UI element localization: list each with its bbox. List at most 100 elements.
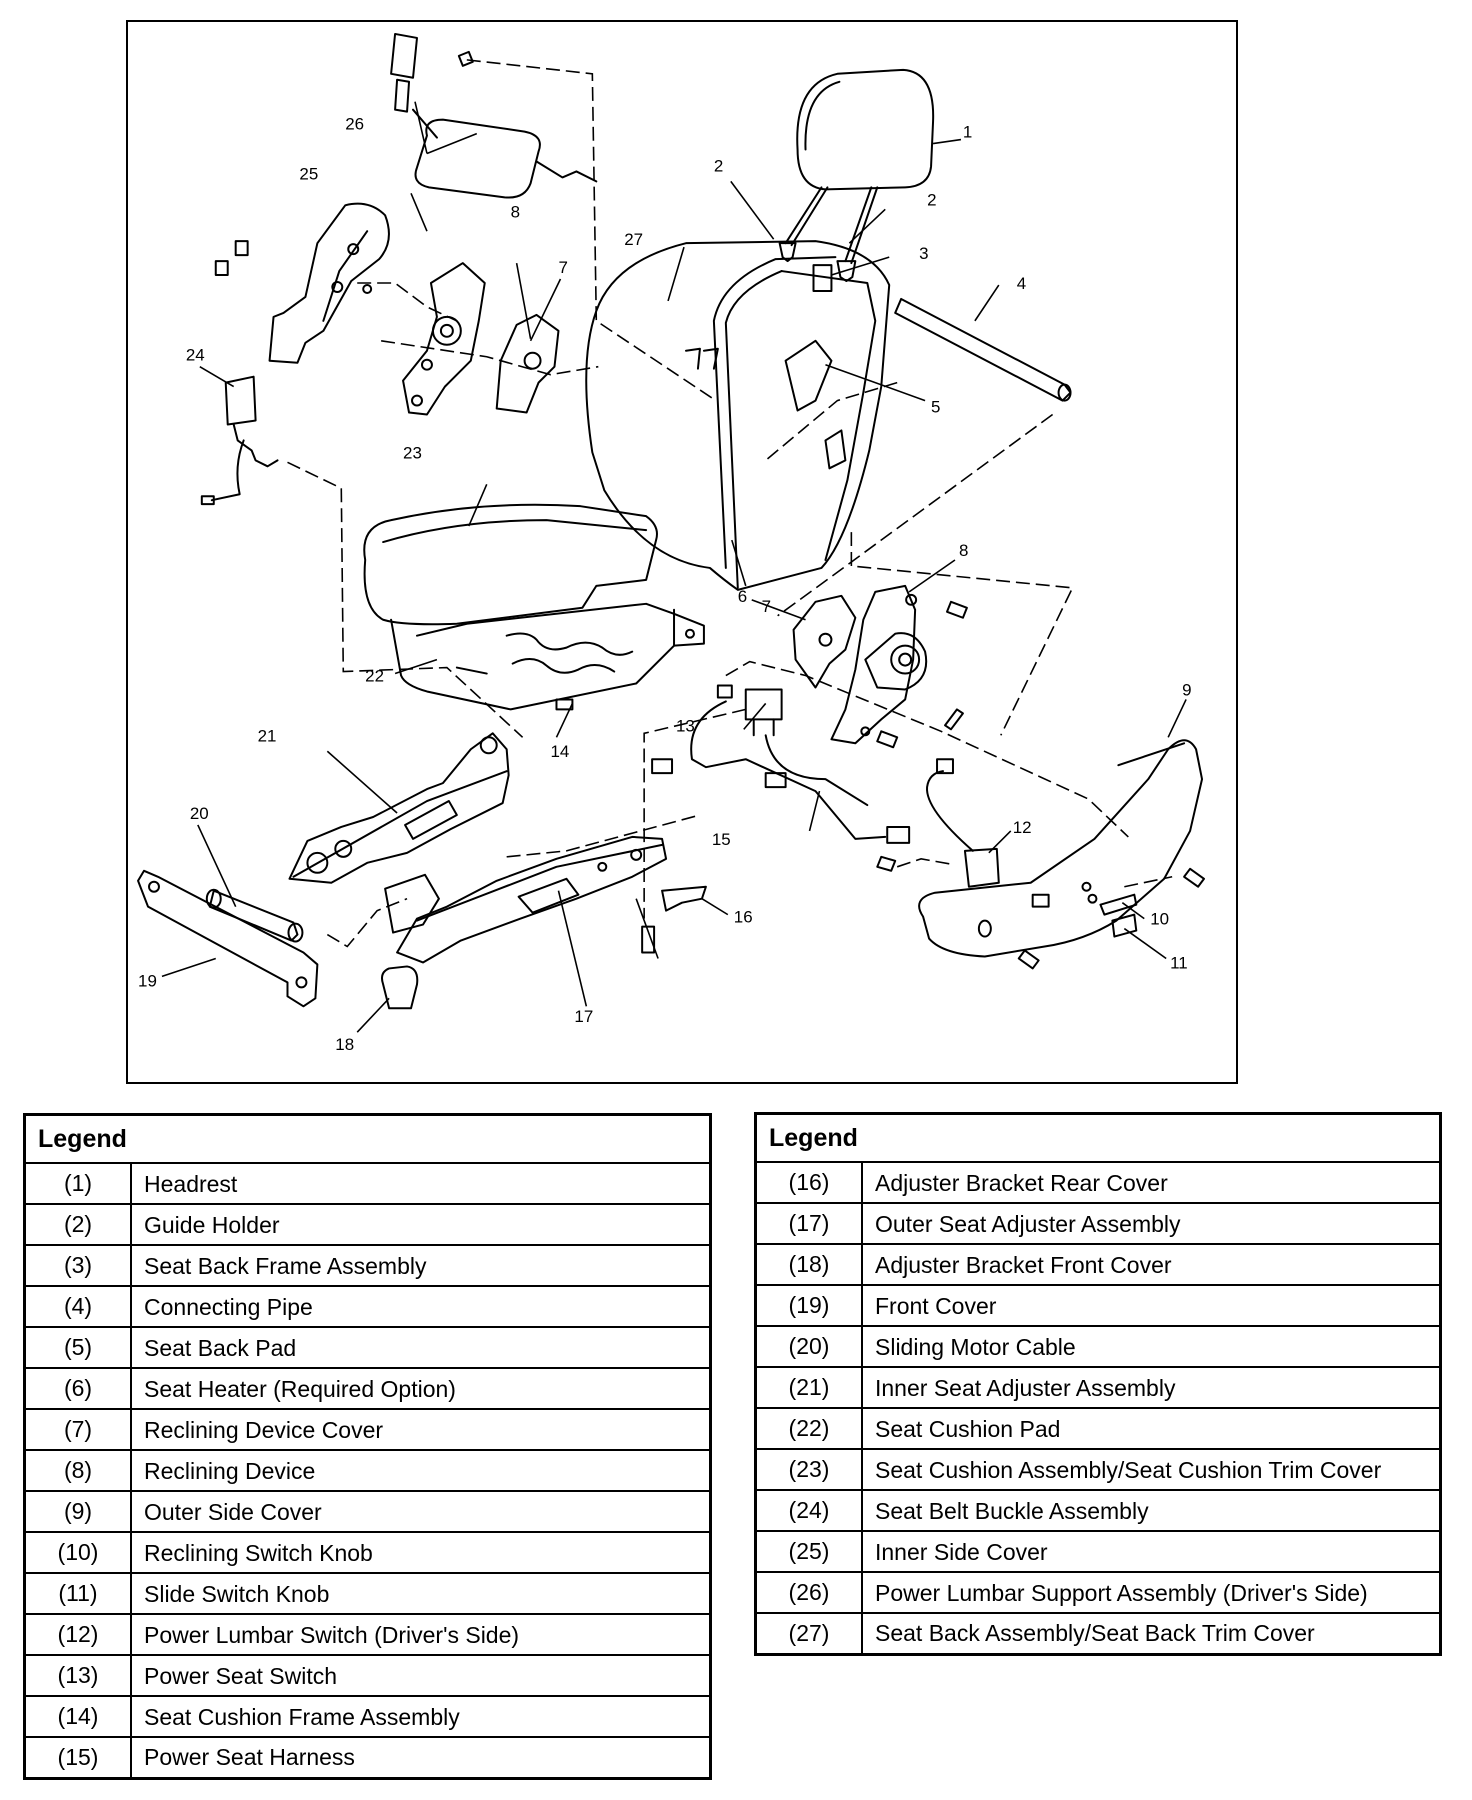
outer-side-cover-part [918, 739, 1204, 958]
callout-27: 27 [624, 230, 643, 249]
callout-11: 11 [1170, 953, 1188, 972]
legend-description: Slide Switch Knob [130, 1572, 712, 1615]
table-row: (21)Inner Seat Adjuster Assembly [754, 1366, 1442, 1409]
legend-description: Reclining Device Cover [130, 1408, 712, 1451]
legend-number: (2) [23, 1203, 132, 1246]
seat-back-part [585, 240, 891, 591]
legend-number: (22) [754, 1407, 863, 1450]
table-row: (15)Power Seat Harness [23, 1736, 712, 1779]
callout-26: 26 [345, 115, 364, 134]
legend-number: (21) [754, 1366, 863, 1409]
legend-number: (12) [23, 1613, 132, 1656]
legend-number: (8) [23, 1449, 132, 1492]
inner-seat-adjuster-part [288, 732, 510, 884]
legend-description: Connecting Pipe [130, 1285, 712, 1328]
legend-description: Outer Side Cover [130, 1490, 712, 1533]
legend-description: Seat Cushion Frame Assembly [130, 1695, 712, 1738]
legend-description: Outer Seat Adjuster Assembly [861, 1202, 1442, 1245]
callout-16: 16 [734, 908, 753, 927]
legend-description: Inner Seat Adjuster Assembly [861, 1366, 1442, 1409]
legend-number: (27) [754, 1612, 863, 1655]
headrest-part [784, 68, 935, 265]
legend-number: (3) [23, 1244, 132, 1287]
legend-title: Legend [754, 1112, 1442, 1163]
table-row: (18)Adjuster Bracket Front Cover [754, 1243, 1442, 1286]
legend-description: Headrest [130, 1162, 712, 1205]
callout-8a: 8 [511, 202, 520, 221]
legend-number: (5) [23, 1326, 132, 1369]
table-row: (26)Power Lumbar Support Assembly (Drive… [754, 1571, 1442, 1614]
table-row: (19)Front Cover [754, 1284, 1442, 1327]
diagram-drawing: 1 2 2 3 4 5 6 7 7 8 8 9 10 11 12 13 14 1… [137, 32, 1206, 1054]
table-row: (27)Seat Back Assembly/Seat Back Trim Co… [754, 1612, 1442, 1655]
callout-15: 15 [712, 830, 731, 849]
table-row: (23)Seat Cushion Assembly/Seat Cushion T… [754, 1448, 1442, 1491]
table-row: (24)Seat Belt Buckle Assembly [754, 1489, 1442, 1532]
legend-description: Seat Cushion Pad [861, 1407, 1442, 1450]
inner-side-cover-part [214, 202, 390, 364]
legend-number: (9) [23, 1490, 132, 1533]
legend-number: (10) [23, 1531, 132, 1574]
legend-number: (24) [754, 1489, 863, 1532]
legend-description: Guide Holder [130, 1203, 712, 1246]
legend-description: Reclining Switch Knob [130, 1531, 712, 1574]
callout-1: 1 [963, 123, 972, 142]
table-row: (13)Power Seat Switch [23, 1654, 712, 1697]
legend-number: (7) [23, 1408, 132, 1451]
legend-description: Seat Heater (Required Option) [130, 1367, 712, 1410]
callout-25: 25 [299, 164, 318, 183]
table-row: (8)Reclining Device [23, 1449, 712, 1492]
callout-2a: 2 [714, 156, 723, 175]
legend-number: (11) [23, 1572, 132, 1615]
outer-seat-adjuster-part [384, 835, 668, 964]
legend-description: Seat Back Pad [130, 1326, 712, 1369]
table-row: (25)Inner Side Cover [754, 1530, 1442, 1573]
legend-number: (4) [23, 1285, 132, 1328]
legend-description: Inner Side Cover [861, 1530, 1442, 1573]
legend-number: (23) [754, 1448, 863, 1491]
table-row: (4)Connecting Pipe [23, 1285, 712, 1328]
legend-description: Power Seat Harness [130, 1736, 712, 1779]
callout-19: 19 [138, 971, 157, 990]
callout-23: 23 [403, 443, 422, 462]
table-row: (6)Seat Heater (Required Option) [23, 1367, 712, 1410]
legend-description: Sliding Motor Cable [861, 1325, 1442, 1368]
legend-table-left: Legend (1)Headrest (2)Guide Holder (3)Se… [23, 1113, 712, 1780]
legend-number: (19) [754, 1284, 863, 1327]
legend-number: (16) [754, 1161, 863, 1204]
lumbar-support-part [390, 32, 598, 199]
callout-12: 12 [1013, 818, 1032, 837]
table-row: (20)Sliding Motor Cable [754, 1325, 1442, 1368]
callout-10: 10 [1150, 910, 1169, 929]
table-row: (11)Slide Switch Knob [23, 1572, 712, 1615]
table-row: (9)Outer Side Cover [23, 1490, 712, 1533]
legend-header: Legend [23, 1113, 712, 1164]
callout-13: 13 [676, 716, 695, 735]
exploded-seat-diagram: 1 2 2 3 4 5 6 7 7 8 8 9 10 11 12 13 14 1… [126, 20, 1238, 1084]
table-row: (1)Headrest [23, 1162, 712, 1205]
legend-title: Legend [23, 1113, 712, 1164]
legend-description: Adjuster Bracket Rear Cover [861, 1161, 1442, 1204]
table-row: (12)Power Lumbar Switch (Driver's Side) [23, 1613, 712, 1656]
legend-number: (6) [23, 1367, 132, 1410]
legend-description: Power Lumbar Switch (Driver's Side) [130, 1613, 712, 1656]
table-row: (10)Reclining Switch Knob [23, 1531, 712, 1574]
callout-9: 9 [1182, 680, 1191, 699]
callout-7a: 7 [558, 258, 567, 277]
legend-number: (18) [754, 1243, 863, 1286]
table-row: (16)Adjuster Bracket Rear Cover [754, 1161, 1442, 1204]
callout-7b: 7 [762, 597, 771, 616]
legend-number: (25) [754, 1530, 863, 1573]
legend-number: (20) [754, 1325, 863, 1368]
table-row: (17)Outer Seat Adjuster Assembly [754, 1202, 1442, 1245]
callout-24: 24 [186, 346, 205, 365]
callout-6: 6 [738, 587, 747, 606]
legend-number: (17) [754, 1202, 863, 1245]
legend-description: Power Lumbar Support Assembly (Driver's … [861, 1571, 1442, 1614]
callout-22: 22 [365, 667, 384, 686]
legend-table-right: Legend (16)Adjuster Bracket Rear Cover (… [754, 1112, 1442, 1656]
table-row: (3)Seat Back Frame Assembly [23, 1244, 712, 1287]
callout-2b: 2 [927, 190, 936, 209]
legend-number: (13) [23, 1654, 132, 1697]
callout-14: 14 [550, 742, 569, 761]
